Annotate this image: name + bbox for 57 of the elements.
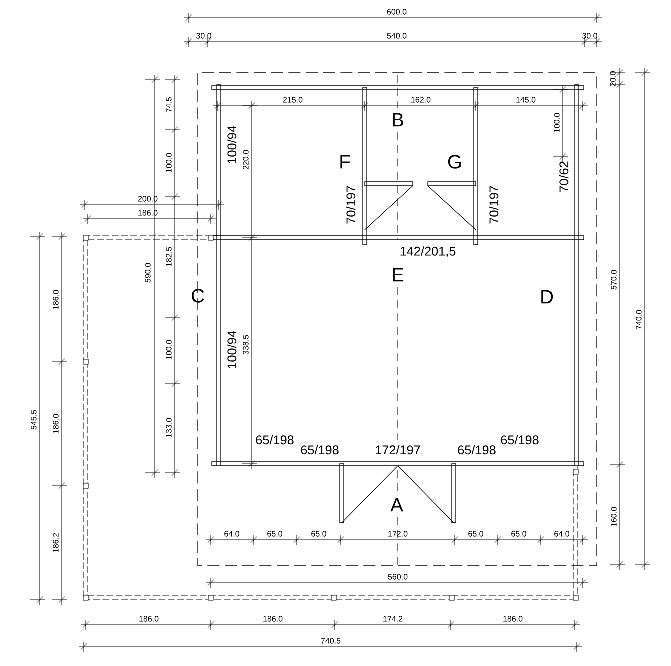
dimension-label: 186.0 bbox=[138, 210, 158, 216]
room-letter: F bbox=[340, 155, 350, 169]
opening-size-label: 70/197 bbox=[489, 186, 499, 224]
dimension-label: 162.0 bbox=[412, 97, 431, 103]
dimension-label: 133.0 bbox=[166, 418, 172, 438]
opening-size-label: 100/94 bbox=[227, 126, 237, 164]
opening-size-label: 65/198 bbox=[256, 435, 294, 445]
dimension-label: 186.0 bbox=[264, 616, 283, 622]
dimension-label: 65.0 bbox=[512, 531, 526, 537]
opening-size-label: 142/201,5 bbox=[400, 246, 456, 258]
dimension-label: 186.2 bbox=[53, 533, 59, 552]
dimension-label: 145.0 bbox=[516, 97, 536, 103]
dimension-label: 186.0 bbox=[140, 616, 159, 622]
opening-size-label: 65/198 bbox=[301, 445, 339, 455]
dimension-label: 186.0 bbox=[504, 616, 523, 622]
room-letter: G bbox=[448, 155, 462, 169]
dimension-label: 65.0 bbox=[468, 531, 484, 537]
room-letter: D bbox=[542, 290, 554, 304]
dimension-label: 740.5 bbox=[321, 638, 341, 644]
dimension-label: 74.5 bbox=[166, 98, 172, 112]
opening-size-label: 100/94 bbox=[227, 331, 237, 368]
dimension-label: 740.0 bbox=[636, 310, 642, 330]
opening-size-label: 70/197 bbox=[346, 186, 356, 224]
dimension-label: 20.0 bbox=[610, 72, 616, 86]
dimension-label: 65.0 bbox=[312, 531, 326, 537]
dimension-label: 64.0 bbox=[224, 531, 240, 537]
dimension-label: 100.0 bbox=[166, 153, 172, 172]
room-letter: B bbox=[393, 113, 404, 127]
dimension-label: 200.0 bbox=[138, 196, 158, 202]
dimension-label: 30.0 bbox=[196, 33, 212, 39]
dimension-label: 65.0 bbox=[268, 531, 282, 537]
room-letter: E bbox=[393, 268, 404, 282]
dimension-label: 172.0 bbox=[388, 531, 408, 537]
dimension-label: 540.0 bbox=[387, 33, 407, 39]
dimension-label: 174.2 bbox=[384, 616, 403, 622]
dimension-label: 64.0 bbox=[554, 531, 570, 537]
opening-size-label: 70/62 bbox=[559, 162, 569, 192]
dimension-label: 186.0 bbox=[53, 414, 59, 434]
dimension-label: 220.0 bbox=[243, 150, 249, 170]
dimension-label: 160.0 bbox=[611, 507, 617, 526]
dimension-label: 182.5 bbox=[166, 247, 172, 266]
dimension-label: 30.0 bbox=[582, 33, 598, 39]
room-letter: C bbox=[192, 289, 204, 303]
dimension-label: 186.0 bbox=[53, 290, 59, 310]
dimension-label: 100.0 bbox=[166, 340, 172, 360]
room-letter: A bbox=[390, 498, 404, 512]
dimension-label: 560.0 bbox=[388, 574, 408, 580]
dimension-label: 100.0 bbox=[554, 113, 560, 132]
opening-size-label: 172/197 bbox=[376, 445, 420, 455]
dimension-label: 570.0 bbox=[611, 270, 617, 290]
dimension-label: 545.5 bbox=[31, 410, 37, 430]
opening-size-label: 65/198 bbox=[501, 435, 539, 445]
dimension-label: 590.0 bbox=[145, 263, 151, 283]
dimension-label: 215.0 bbox=[283, 97, 303, 103]
dimension-label: 600.0 bbox=[387, 9, 407, 15]
dimension-label: 338.5 bbox=[243, 335, 249, 355]
opening-size-label: 65/198 bbox=[458, 445, 496, 455]
